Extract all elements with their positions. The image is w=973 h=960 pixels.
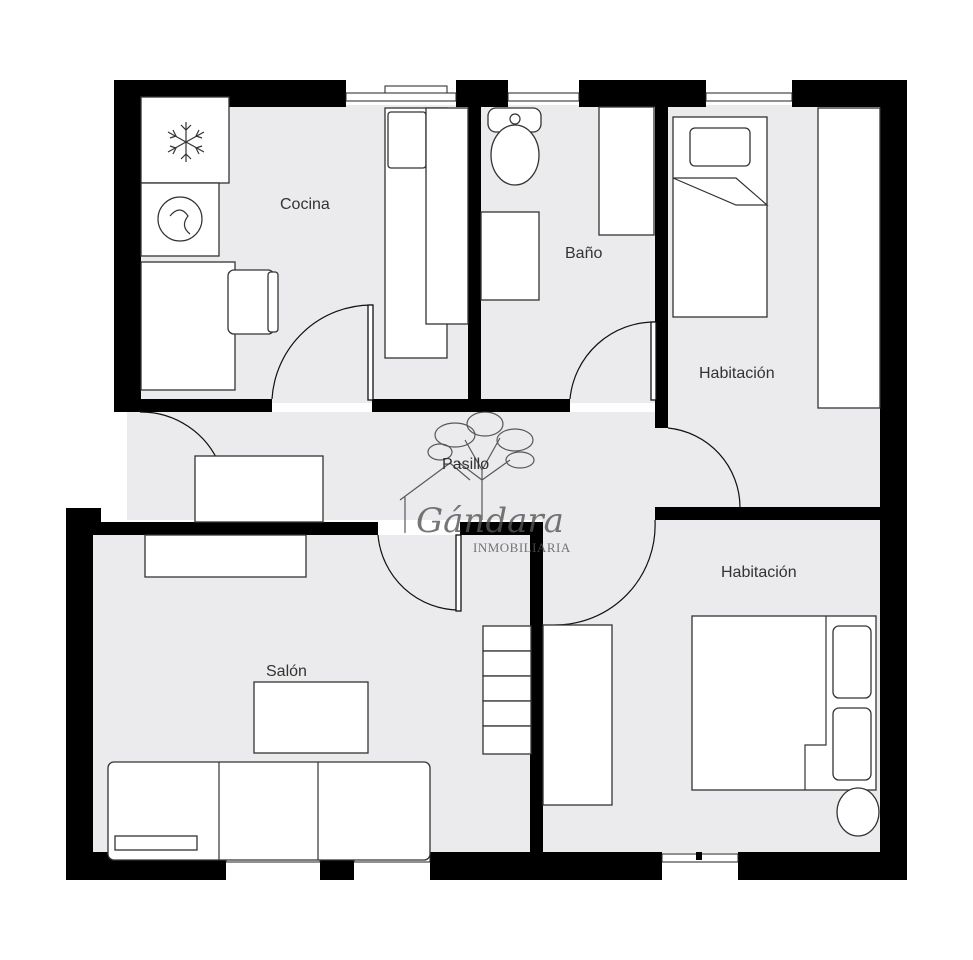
stair-step (482, 650, 532, 677)
watermark-brand: Gándara (416, 501, 564, 541)
coffee-table (253, 681, 369, 754)
window (705, 92, 793, 102)
stair-step (482, 625, 532, 652)
bed-fold (672, 177, 769, 206)
room-label-kitchen: Cocina (280, 196, 330, 213)
stair-step (482, 725, 532, 755)
window (345, 92, 457, 102)
bed-pillow (832, 707, 872, 781)
bathroom-sink-cabinet (480, 211, 540, 301)
kitchen-chair (227, 269, 275, 335)
bed-pillow (832, 625, 872, 699)
staircase (482, 625, 532, 755)
bed-fold (804, 616, 827, 790)
door-swing (271, 304, 373, 400)
washing-machine (140, 182, 220, 257)
shower (598, 106, 655, 236)
kitchen-counter-right (425, 107, 469, 325)
tree-icon (427, 411, 535, 520)
door-swing (377, 534, 461, 611)
bedroom-wardrobe (542, 624, 613, 806)
house-icon (399, 462, 471, 533)
wall (460, 522, 542, 535)
wall (738, 852, 907, 880)
hall-cabinet (194, 455, 324, 523)
door-leaf (367, 304, 374, 401)
hallway-furniture (194, 455, 324, 523)
wall (480, 399, 570, 412)
wall (655, 507, 907, 520)
wall (372, 399, 480, 412)
wall (114, 80, 141, 412)
kitchen-furniture (140, 96, 469, 391)
tv-unit (144, 534, 307, 578)
wardrobe (817, 107, 881, 409)
sofa-armrest (114, 835, 198, 851)
bed-pillow (689, 127, 751, 167)
room-label-hallway: Pasillo (442, 456, 489, 473)
fridge (140, 96, 230, 184)
door-leaf (455, 534, 462, 612)
watermark-logo: Gándara INMOBILIARIA (399, 411, 571, 555)
door-leaf (650, 321, 657, 401)
wall (530, 522, 543, 880)
kitchen-sink (387, 111, 427, 169)
window (384, 85, 448, 94)
wall (880, 80, 907, 880)
room-label-bathroom: Baño (565, 245, 602, 262)
living-room-furniture (107, 534, 532, 861)
room-label-bedroom-2: Habitación (721, 564, 797, 581)
window-latch (696, 852, 702, 860)
nightstand-lamp (836, 787, 880, 837)
washing-machine-wave (169, 209, 191, 235)
wall (430, 852, 662, 880)
wall (114, 399, 272, 412)
window (507, 92, 580, 102)
door-swing (554, 519, 656, 626)
wall (579, 80, 706, 107)
wall (456, 80, 508, 107)
toilet-button-icon (509, 113, 521, 125)
stair-step (482, 700, 532, 727)
snowflake-icon (167, 122, 205, 162)
room-label-bedroom-1: Habitación (699, 365, 775, 382)
wall (66, 522, 378, 535)
door-swing (139, 411, 221, 467)
toilet-bowl (490, 124, 540, 186)
washing-machine-drum-icon (157, 196, 203, 242)
bedroom-1-furniture (672, 107, 881, 409)
bedroom-2-furniture (542, 615, 880, 837)
watermark-subtitle: INMOBILIARIA (473, 540, 571, 555)
wall (655, 80, 668, 428)
kitchen-table (140, 261, 236, 391)
door-swing (569, 321, 656, 400)
doors (139, 304, 741, 626)
door-swing (667, 427, 741, 508)
kitchen-chair-back (267, 271, 279, 333)
stair-step (482, 675, 532, 702)
walls (66, 80, 907, 880)
wall (468, 80, 481, 410)
wall (66, 508, 93, 880)
room-labels: Cocina Baño Habitación Pasillo Habitació… (266, 196, 797, 680)
bathroom-furniture (480, 106, 655, 301)
room-label-living-room: Salón (266, 663, 307, 680)
